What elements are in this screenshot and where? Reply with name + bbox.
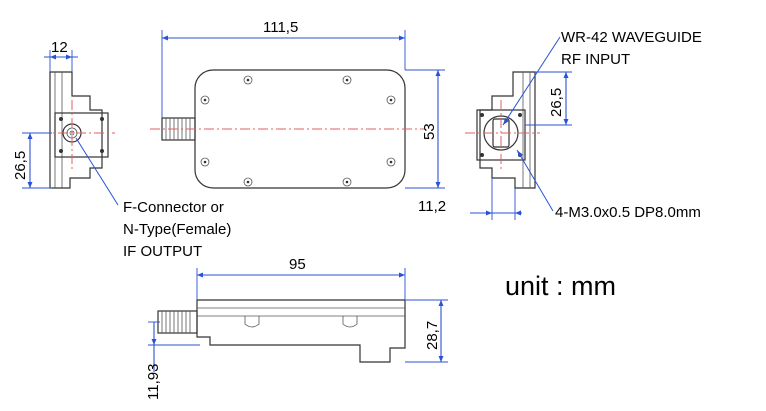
thread-leader (516, 149, 554, 212)
rf-input-note: WR-42 WAVEGUIDE RF INPUT (561, 29, 702, 68)
dim-side-width: 12 (44, 39, 78, 72)
thread-note: 4-M3.0x0.5 DP8.0mm (555, 204, 701, 221)
if-note-line2: N-Type(Female) (123, 221, 231, 238)
bottom-view (157, 299, 406, 363)
dim-top-length: 111,5 (161, 19, 406, 118)
unit-note: unit : mm (505, 271, 616, 301)
if-note-line1: F-Connector or (123, 199, 224, 216)
dim-right-offset: 11,2 (418, 178, 522, 220)
dim-bottom-connector-height-label: 11,93 (145, 364, 162, 400)
dim-top-height-label: 53 (421, 123, 438, 140)
mounting-holes (200, 75, 396, 187)
rf-note-line1: WR-42 WAVEGUIDE (561, 29, 702, 46)
dim-top-height: 53 (405, 69, 445, 189)
dim-bottom-connector-height: 11,93 (145, 321, 200, 400)
if-output-note: F-Connector or N-Type(Female) IF OUTPUT (123, 199, 231, 260)
if-output-leader (75, 137, 119, 206)
dim-bottom-length: 95 (196, 256, 406, 300)
dim-right-offset-label: 11,2 (418, 198, 446, 215)
dim-top-length-label: 111,5 (263, 19, 298, 36)
dim-bottom-length-label: 95 (289, 256, 306, 273)
rf-input-leader (502, 36, 561, 126)
dim-side-height-label: 26,5 (12, 151, 29, 180)
dim-side-height: 26,5 (12, 132, 52, 189)
dim-bottom-height: 28,7 (405, 299, 448, 363)
left-side-view (40, 71, 115, 189)
dim-side-width-label: 12 (51, 39, 68, 56)
dim-right-height-label: 26,5 (548, 88, 565, 117)
rf-note-line2: RF INPUT (561, 51, 630, 68)
dim-bottom-height-label: 28,7 (424, 321, 441, 350)
top-view (150, 69, 425, 189)
if-note-line3: IF OUTPUT (123, 243, 202, 260)
dim-right-height: 26,5 (525, 71, 572, 126)
